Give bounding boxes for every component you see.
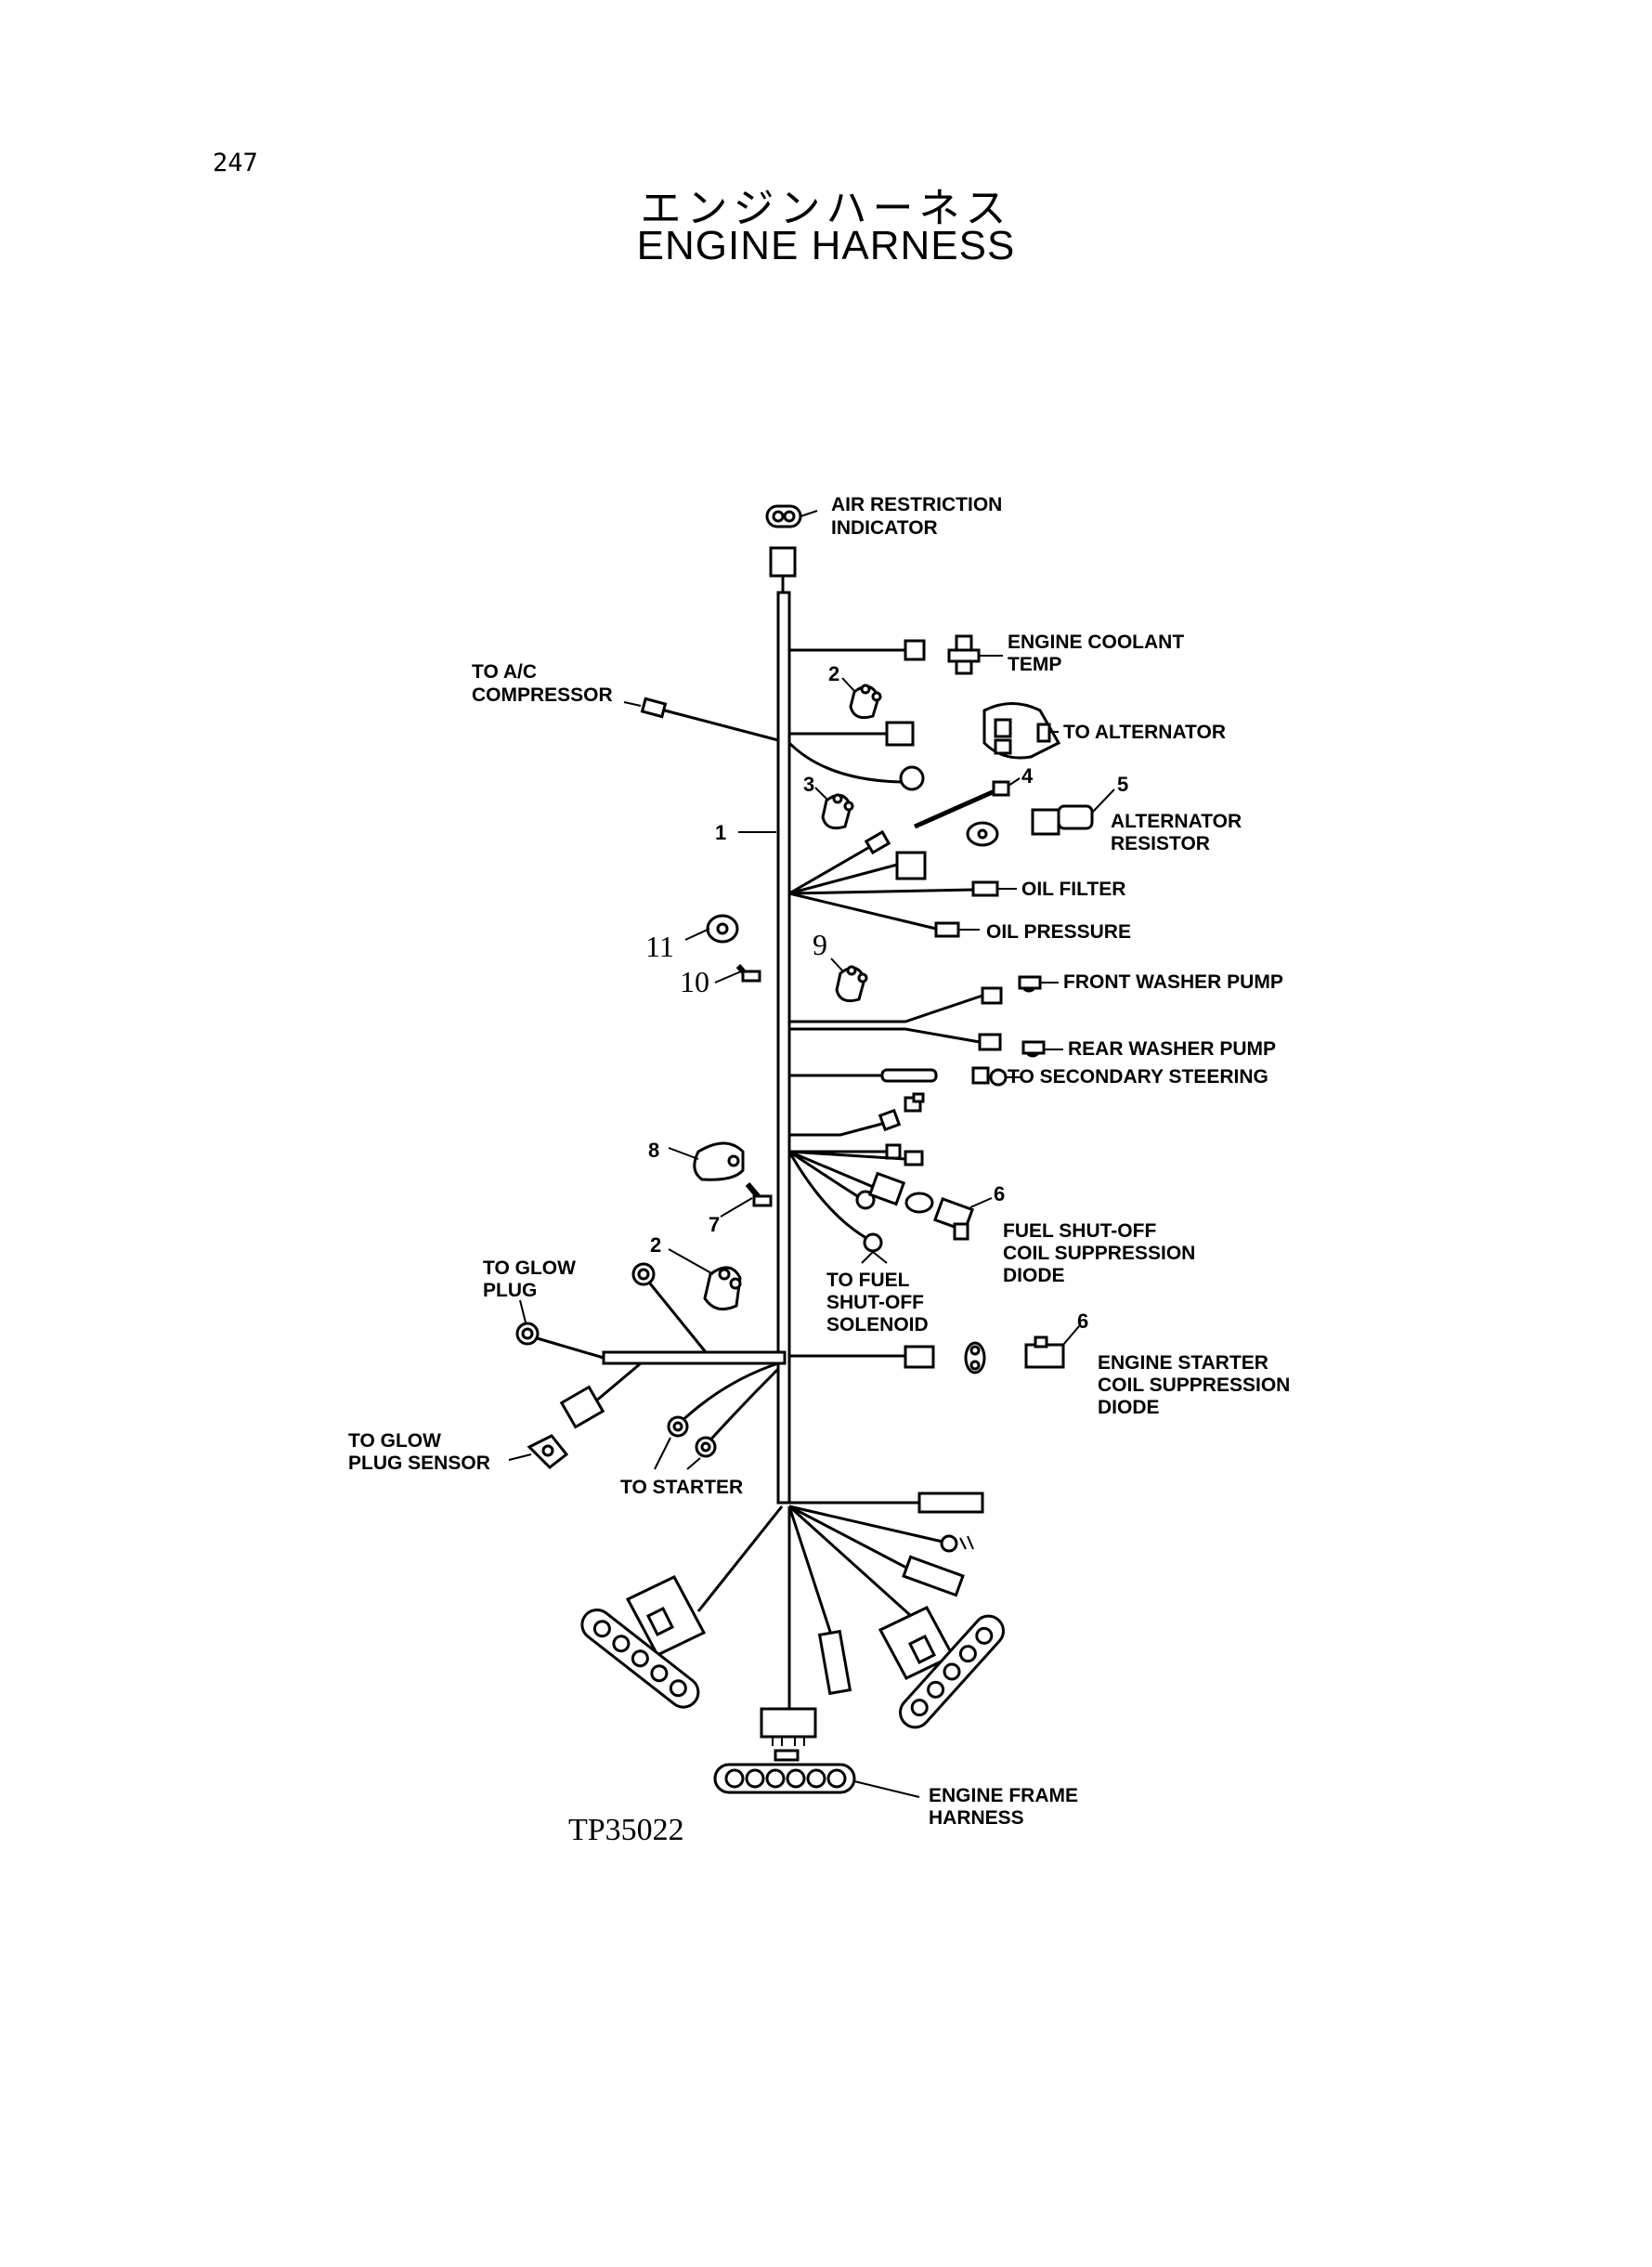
label-starter-diode-3: DIODE — [1098, 1397, 1160, 1418]
label-fuel-solenoid-3: SOLENOID — [826, 1314, 929, 1335]
callout-9: 9 — [813, 928, 827, 961]
fuel-shutoff-solenoid — [787, 1150, 888, 1264]
title-japanese: エンジンハーネス — [640, 185, 1012, 232]
starter-terminals — [654, 1362, 780, 1470]
label-glow-plug-2: PLUG — [483, 1280, 537, 1301]
label-glow-plug-1: TO GLOW — [483, 1257, 576, 1279]
engine-starter-diode — [789, 1325, 1080, 1375]
secondary-steering-connector — [787, 1029, 1021, 1087]
label-oil-filter: OIL FILTER — [1021, 879, 1125, 900]
glow-plug-connector — [515, 1299, 605, 1360]
glow-plug-sensor-connector — [508, 1362, 642, 1469]
callout-6-upper: 6 — [994, 1182, 1005, 1205]
label-fuel-diode-3: DIODE — [1003, 1265, 1065, 1286]
part-10-bolt — [714, 964, 761, 984]
label-rear-washer: REAR WASHER PUMP — [1068, 1038, 1276, 1060]
figure-number: TP35022 — [568, 1813, 684, 1847]
clip-3 — [814, 787, 854, 830]
callout-2-lower: 2 — [650, 1233, 661, 1257]
label-fuel-diode-1: FUEL SHUT-OFF — [1003, 1220, 1156, 1242]
label-alt-resistor-2: RESISTOR — [1111, 833, 1210, 854]
label-ac-2: COMPRESSOR — [472, 684, 613, 706]
air-restriction-indicator — [765, 504, 818, 593]
page-number: 247 — [213, 149, 258, 177]
label-glow-sensor-1: TO GLOW — [348, 1430, 441, 1452]
callout-1: 1 — [715, 821, 726, 844]
rear-washer-pump-connector — [789, 1027, 1063, 1058]
callout-5: 5 — [1117, 773, 1128, 796]
label-coolant-2: TEMP — [1008, 654, 1061, 675]
label-fuel-diode-2: COIL SUPPRESSION — [1003, 1243, 1195, 1264]
frame-connector-left — [580, 1608, 700, 1709]
ac-compressor-connector — [623, 697, 779, 742]
callout-11: 11 — [645, 930, 674, 963]
label-starter-diode-2: COIL SUPPRESSION — [1098, 1375, 1290, 1396]
alternator-resistor — [966, 788, 1115, 847]
label-starter-diode-1: ENGINE STARTER — [1098, 1352, 1268, 1374]
bottom-branches — [625, 1492, 984, 1709]
title-english: ENGINE HARNESS — [636, 223, 1016, 268]
engine-coolant-temp-connector — [789, 634, 1003, 675]
frame-connector-bottom — [713, 1707, 920, 1798]
part-7-bolt — [720, 1182, 773, 1218]
label-secondary-steering: TO SECONDARY STEERING — [1008, 1066, 1268, 1088]
alternator-connector — [787, 702, 1061, 791]
callout-3: 3 — [803, 773, 814, 796]
label-air-restriction-2: INDICATOR — [831, 517, 938, 539]
main-harness-trunk — [602, 591, 791, 1505]
lower-sensor-branches — [787, 1083, 925, 1166]
label-alt-resistor-1: ALTERNATOR — [1111, 811, 1242, 832]
oil-sensor-branches — [788, 829, 1017, 938]
callout-4: 4 — [1021, 764, 1034, 788]
label-frame-harness-1: ENGINE FRAME — [929, 1785, 1078, 1806]
callout-2-upper: 2 — [828, 662, 839, 685]
callout-7: 7 — [709, 1213, 720, 1236]
clip-8 — [668, 1141, 745, 1181]
label-starter: TO STARTER — [620, 1477, 743, 1498]
label-glow-sensor-2: PLUG SENSOR — [348, 1453, 490, 1474]
label-ac-1: TO A/C — [472, 661, 537, 683]
clip-2-lower — [631, 1248, 742, 1353]
callout-8: 8 — [648, 1139, 659, 1162]
label-alternator: TO ALTERNATOR — [1063, 722, 1226, 743]
part-11-spacer — [684, 914, 739, 944]
label-front-washer: FRONT WASHER PUMP — [1063, 971, 1283, 993]
label-coolant-1: ENGINE COOLANT — [1008, 632, 1184, 653]
front-washer-pump-connector — [787, 893, 1059, 1023]
callout-10: 10 — [680, 965, 709, 998]
label-fuel-solenoid-2: SHUT-OFF — [826, 1292, 924, 1313]
tie-strap-4 — [913, 777, 1021, 829]
label-fuel-solenoid-1: TO FUEL — [826, 1270, 910, 1291]
clip-2-upper — [841, 677, 882, 720]
fuel-shutoff-diode — [788, 1150, 993, 1241]
label-frame-harness-2: HARNESS — [929, 1807, 1024, 1829]
label-oil-pressure: OIL PRESSURE — [986, 921, 1131, 943]
clip-9 — [830, 958, 868, 1003]
label-air-restriction-1: AIR RESTRICTION — [831, 494, 1002, 515]
frame-connector-right — [899, 1614, 1005, 1729]
callout-6-lower: 6 — [1077, 1309, 1088, 1333]
